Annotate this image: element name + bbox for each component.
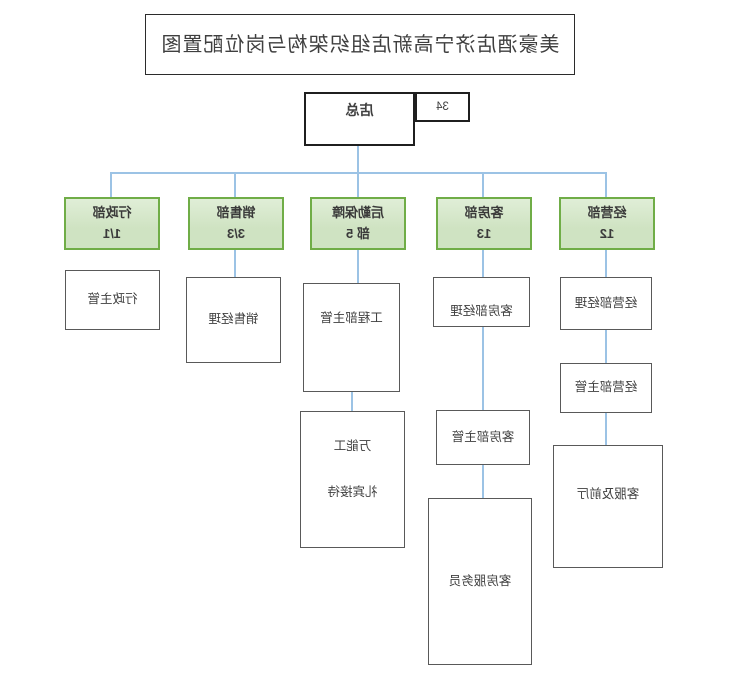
node-housekeeping-supervisor-label: 客房部主管 [451,429,515,444]
chart-title: 美豪酒店济宁高新店组织架构与岗位配置图 [160,33,560,56]
node-admin-supervisor-label: 行政主管 [87,292,138,307]
dept-operations-count: 12 [599,225,615,241]
connector-root-drop [357,146,359,173]
connector-drop-logistics [357,173,359,197]
connector-drop-admin [110,173,112,197]
node-sales-manager-label: 销售经理 [208,312,259,327]
dept-housekeeping-label: 客房部 [464,205,504,221]
dept-sales-label: 销售部 [216,205,256,221]
node-housekeeping-supervisor: 客房部主管 [436,410,530,465]
node-service-frontdesk-label: 客服及前厅 [576,487,640,501]
total-headcount-value: 34 [436,100,449,113]
connector-opsmanager-supervisor [605,330,607,363]
dept-housekeeping: 客房部 13 [436,197,532,250]
node-utility-worker-label: 万能工 [333,439,372,453]
dept-logistics-label: 后勤保障 [332,205,385,221]
dept-sales: 销售部 3/3 [188,197,284,250]
connector-housekeeping-manager [482,250,484,277]
dept-admin-count: 1/1 [102,225,122,241]
connector-hksupervisor-attendant [482,465,484,498]
total-headcount-box: 34 [415,92,470,122]
node-room-attendant: 客房服务员 [428,498,532,665]
node-concierge-label: 礼宾接待 [327,484,378,499]
connector-logistics-engineering [357,250,359,283]
node-admin-supervisor: 行政主管 [65,270,160,330]
node-sales-manager: 销售经理 [186,277,281,363]
connector-drop-sales [234,173,236,197]
connector-sales-manager [234,250,236,277]
chart-title-box: 美豪酒店济宁高新店组织架构与岗位配置图 [145,14,575,75]
dept-admin: 行政部 1/1 [64,197,160,250]
node-room-attendant-label: 客房服务员 [448,573,512,588]
connector-opssupervisor-frontdesk [605,413,607,445]
connector-drop-operations [605,173,607,197]
connector-hkmanager-supervisor [482,327,484,410]
node-housekeeping-manager-label: 客房部经理 [450,304,513,318]
connector-drop-housekeeping [482,173,484,197]
dept-logistics: 后勤保障 部 5 [310,197,406,250]
node-operations-manager-label: 经营部经理 [574,295,638,310]
node-engineering-supervisor: 工程部主管 [303,283,400,392]
node-general-manager-label: 店总 [345,102,374,118]
node-housekeeping-manager: 客房部经理 [433,277,530,327]
node-operations-supervisor: 经营部主管 [560,363,652,413]
dept-admin-label: 行政部 [92,205,132,221]
dept-operations-label: 经营部 [587,205,627,221]
node-operations-manager: 经营部经理 [560,277,652,330]
dept-sales-count: 3/3 [226,225,246,241]
dept-logistics-count: 部 5 [346,225,370,241]
node-service-frontdesk: 客服及前厅 [553,445,663,568]
node-engineering-supervisor-label: 工程部主管 [320,311,383,325]
node-utility-concierge: 万能工 礼宾接待 [300,411,405,548]
node-general-manager: 店总 [304,92,415,146]
node-operations-supervisor-label: 经营部主管 [574,380,638,395]
dept-housekeeping-count: 13 [476,225,492,241]
dept-operations: 经营部 12 [559,197,655,250]
connector-engineering-utility [351,392,353,411]
connector-operations-manager [605,250,607,277]
